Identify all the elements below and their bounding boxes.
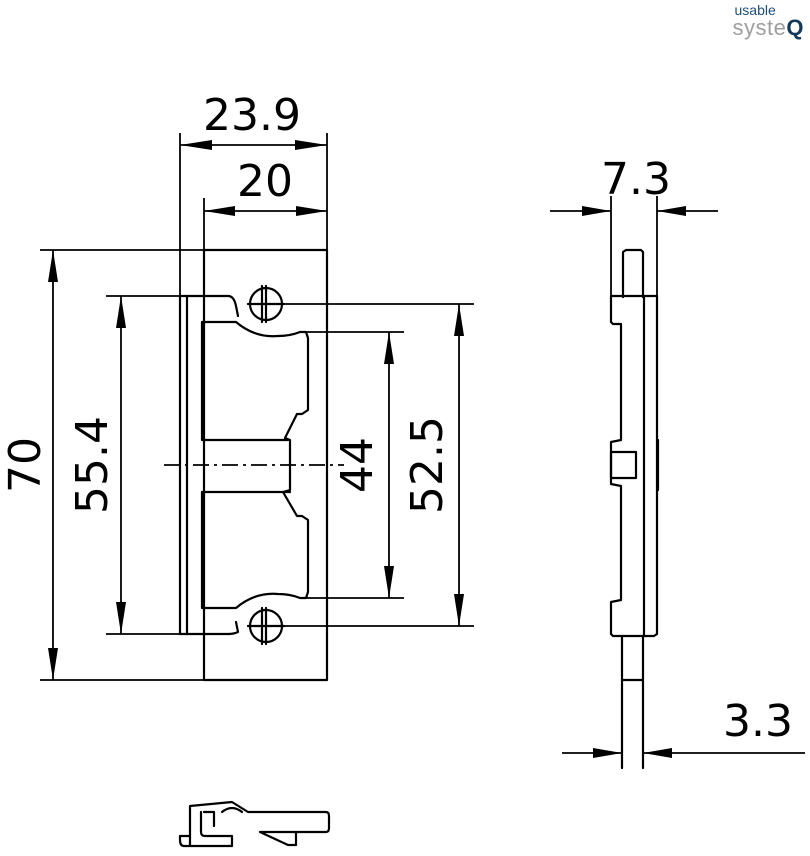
latch-opening — [200, 294, 310, 636]
side-profile — [609, 248, 660, 638]
dim-overall-height: 70 — [0, 250, 58, 680]
dim-tongue-thickness: 3.3 — [562, 696, 805, 758]
dim-opening-height: 44 — [332, 332, 394, 598]
dim-label-thickness: 7.3 — [601, 154, 671, 205]
dim-label-opening-height: 44 — [332, 437, 383, 493]
logo-accent-letter: Q — [786, 15, 804, 40]
dim-hole-spacing-left: 55.4 — [67, 296, 126, 634]
dim-label-overall-width: 23.9 — [203, 90, 301, 141]
dim-overall-width: 23.9 — [180, 90, 327, 150]
dim-hole-spacing-right: 52.5 — [402, 304, 464, 626]
dim-inner-width: 20 — [204, 156, 327, 216]
dim-label-tongue-thickness: 3.3 — [723, 696, 793, 747]
screw-hole-bottom — [246, 606, 286, 646]
screw-hole-top — [246, 284, 286, 324]
side-view: 7.3 3.3 — [550, 154, 805, 770]
dim-label-hole-spacing-left: 55.4 — [67, 416, 118, 514]
front-view: 23.9 20 — [0, 90, 474, 682]
logo-line-2: systeQ — [733, 17, 804, 39]
logo-line-2-text: syste — [732, 15, 787, 40]
dim-label-inner-width: 20 — [237, 156, 293, 207]
logo-line-1: usable — [734, 2, 776, 18]
top-view — [178, 800, 331, 848]
dim-label-overall-height: 70 — [0, 437, 51, 493]
brand-logo: usable systeQ — [733, 3, 804, 39]
dim-thickness: 7.3 — [550, 154, 718, 296]
dim-label-hole-spacing-right: 52.5 — [402, 416, 453, 514]
